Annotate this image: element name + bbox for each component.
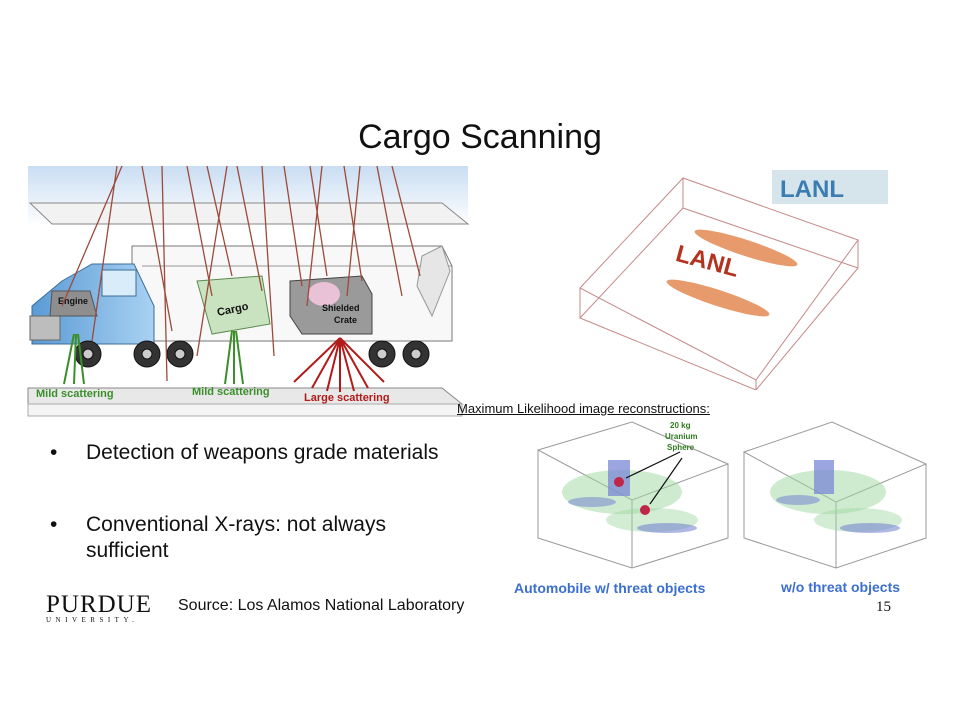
lanl-reconstruction-blobs [666, 229, 798, 317]
mild-scattering-arrows-center [224, 330, 244, 385]
annotation-arrow-1 [625, 451, 681, 479]
truck-grille [29, 315, 61, 341]
truck-wheels [74, 340, 430, 368]
uranium-sphere-2 [640, 505, 650, 515]
large-scattering-arrows [293, 337, 385, 392]
annotation-line2: Uranium [665, 432, 697, 441]
lanl-reference-tile [772, 170, 888, 204]
page-number: 15 [876, 599, 891, 615]
automobile-voxels [562, 460, 698, 533]
bullet-text: Detection of weapons grade materials [86, 441, 439, 464]
purdue-logo-subword: UNIVERSITY. [46, 616, 139, 624]
engine-block [49, 290, 98, 317]
lanl-3d-box [579, 177, 859, 390]
annotation-line1: 20 kg [670, 421, 691, 430]
trailer-door [416, 245, 451, 318]
crate-label-line1: Shielded [322, 303, 360, 313]
automobile-voxels-no-threat [770, 460, 902, 533]
top-detector-plate [28, 202, 470, 225]
slide-title: Cargo Scanning [358, 118, 602, 156]
annotation-line3: Sphere [667, 443, 695, 452]
engine-label: Engine [58, 296, 88, 306]
source-credit: Source: Los Alamos National Laboratory [178, 597, 465, 614]
uranium-sphere-1 [614, 477, 624, 487]
caption-without-threat: w/o threat objects [781, 579, 901, 595]
mild-scattering-label-center: Mild scattering [192, 386, 270, 398]
crate-label-line2: Crate [334, 315, 357, 325]
purdue-logo-word: PURDUE [46, 591, 153, 618]
bullet-text: Conventional X-rays: not always sufficie… [86, 513, 386, 562]
bullet-marker: • [50, 441, 58, 464]
cab-window [101, 269, 137, 297]
lanl-reconstruction-image: LANL LANL [579, 170, 888, 390]
reconstruction-header: Maximum Likelihood image reconstructions… [457, 401, 710, 416]
mild-scattering-label-left: Mild scattering [36, 388, 114, 400]
cargo-scanning-illustration: Engine Cargo Shielded Crate [27, 166, 470, 417]
shielded-crate-glow [308, 282, 340, 306]
purdue-logo: PURDUE UNIVERSITY. [46, 591, 152, 624]
caption-with-threat: Automobile w/ threat objects [514, 580, 706, 596]
automobile-without-threat-reconstruction [742, 421, 928, 569]
bullet-marker: • [50, 513, 58, 536]
muon-rays [61, 166, 421, 382]
large-scattering-label: Large scattering [304, 392, 390, 404]
lanl-reference-text: LANL [780, 176, 844, 203]
cargo-box [196, 275, 271, 335]
automobile-with-threat-reconstruction: 20 kg Uranium Sphere [536, 421, 730, 569]
mild-scattering-arrows-left [63, 333, 85, 385]
annotation-arrow-2 [649, 457, 683, 505]
